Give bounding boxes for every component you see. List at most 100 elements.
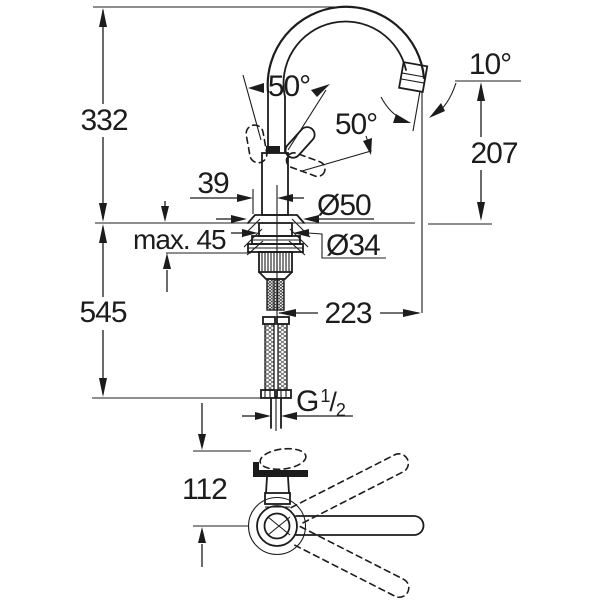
handle-up-outline — [245, 124, 268, 164]
handle-mid-outline — [284, 126, 316, 159]
arrowhead-down — [198, 434, 206, 450]
spout-outer-arc — [266, 5, 426, 94]
base-flange — [247, 214, 305, 224]
arrowhead-down — [99, 378, 107, 397]
cartridge-housing — [264, 492, 291, 505]
dia34-leader — [307, 232, 386, 259]
nut-knurling — [261, 253, 290, 271]
dim-outlet-height: 207 — [470, 82, 519, 221]
hatching — [241, 218, 311, 256]
hose-right-cap — [276, 316, 290, 325]
shank-collar — [258, 222, 293, 237]
dim-base-diameter: Ø50 — [216, 189, 374, 223]
dim-handle-lift-angle: 50° — [242, 70, 330, 151]
lever-tip — [253, 462, 259, 477]
handle-open-position — [285, 152, 326, 178]
body-circle — [256, 505, 298, 547]
dim-545-label: 545 — [79, 296, 126, 329]
handle-up-axis-line — [242, 74, 262, 141]
lever-raised-position — [259, 447, 307, 471]
faucet-body — [261, 152, 289, 216]
riser-pipe — [267, 91, 286, 154]
arrowhead-left — [277, 194, 293, 202]
spout-outlet — [398, 61, 429, 93]
hose-left — [264, 323, 275, 391]
collar-circle — [263, 512, 291, 540]
faucet-front-view — [241, 5, 429, 429]
handle-up-position — [245, 124, 268, 164]
dim-handle-swing-angle: 50° — [301, 108, 378, 172]
tail-pipe — [270, 397, 282, 429]
faucet-top-view — [247, 447, 425, 599]
hose-left-cap — [262, 316, 276, 325]
threaded-shank — [266, 278, 285, 311]
dim-50deg-lift-label: 50° — [268, 70, 310, 103]
dim-50deg-swing-label: 50° — [335, 108, 377, 141]
arrowhead-right — [242, 229, 258, 237]
hose-nut-ribs — [264, 390, 287, 398]
dim-handle-height-topview: 112 — [182, 403, 251, 567]
arrowhead-down — [477, 202, 485, 221]
arrowhead-up — [477, 82, 485, 101]
outlet-bands — [400, 72, 426, 84]
arrowhead-left — [303, 215, 319, 223]
body-cap — [266, 146, 280, 153]
dim-max-deck-thickness: max. 45 — [133, 201, 251, 292]
dim-spout-reach: 223 — [278, 297, 421, 330]
arrowhead-up — [99, 8, 107, 27]
lever-arm — [255, 470, 308, 477]
arrowhead-up — [99, 224, 107, 243]
hose-right — [277, 323, 288, 391]
dim-height-below-deck: 545 — [79, 224, 128, 397]
outlet-piece — [398, 61, 429, 93]
arrowhead-right — [237, 194, 253, 202]
thread-prefix: G — [296, 385, 318, 418]
spout-arm-solid — [295, 515, 425, 536]
arrowhead-left — [248, 83, 264, 93]
dim-112-label: 112 — [182, 473, 227, 506]
swing-arc-left — [380, 96, 405, 121]
handle-open-outline — [285, 152, 326, 178]
arrowhead-left — [293, 229, 309, 237]
arrowhead-upright — [311, 84, 330, 97]
nut-taper — [258, 271, 293, 280]
dim-dia50-label: Ø50 — [317, 189, 371, 222]
dim-332-label: 332 — [80, 104, 127, 137]
mounting-nut — [258, 251, 293, 273]
arrowhead-up — [198, 527, 206, 543]
handle-mid-position — [284, 126, 316, 159]
arrowhead-right — [255, 412, 271, 420]
base-circle — [247, 496, 307, 556]
dim-center-offset: 39 — [190, 167, 304, 202]
spout-inner-arc — [282, 20, 407, 98]
arrowhead-left — [278, 309, 296, 317]
thread-slash: / — [329, 387, 337, 417]
arrowhead-down — [363, 138, 372, 155]
washer-lines — [248, 239, 303, 249]
dim-207-label: 207 — [470, 137, 517, 170]
arrowhead-right — [231, 215, 247, 223]
dim-39-label: 39 — [197, 167, 229, 200]
hose-left-nut — [260, 389, 276, 399]
outlet-axis-line — [412, 90, 421, 132]
arrowhead-arc-right — [429, 103, 445, 118]
reference-lines — [92, 6, 492, 431]
spout-arm-dashed-upper — [290, 453, 410, 526]
arrowhead-down — [99, 203, 107, 222]
handle-mid-axis-line — [287, 89, 327, 151]
lever-raised-outline — [259, 447, 307, 471]
arrowhead-right — [403, 309, 421, 317]
spout-arm-up-position — [290, 453, 410, 526]
spout-arm-down-position — [290, 525, 410, 599]
shank-split-lines — [273, 279, 279, 310]
dim-10deg-label: 10° — [469, 48, 511, 81]
dim-outlet-angle: 10° — [380, 48, 521, 123]
dim-dia34-label: Ø34 — [326, 229, 380, 262]
axis-cross — [267, 516, 291, 536]
arrowhead-left — [281, 412, 297, 420]
dim-height-above-deck: 332 — [80, 8, 129, 222]
hose-right-nut — [276, 389, 292, 399]
